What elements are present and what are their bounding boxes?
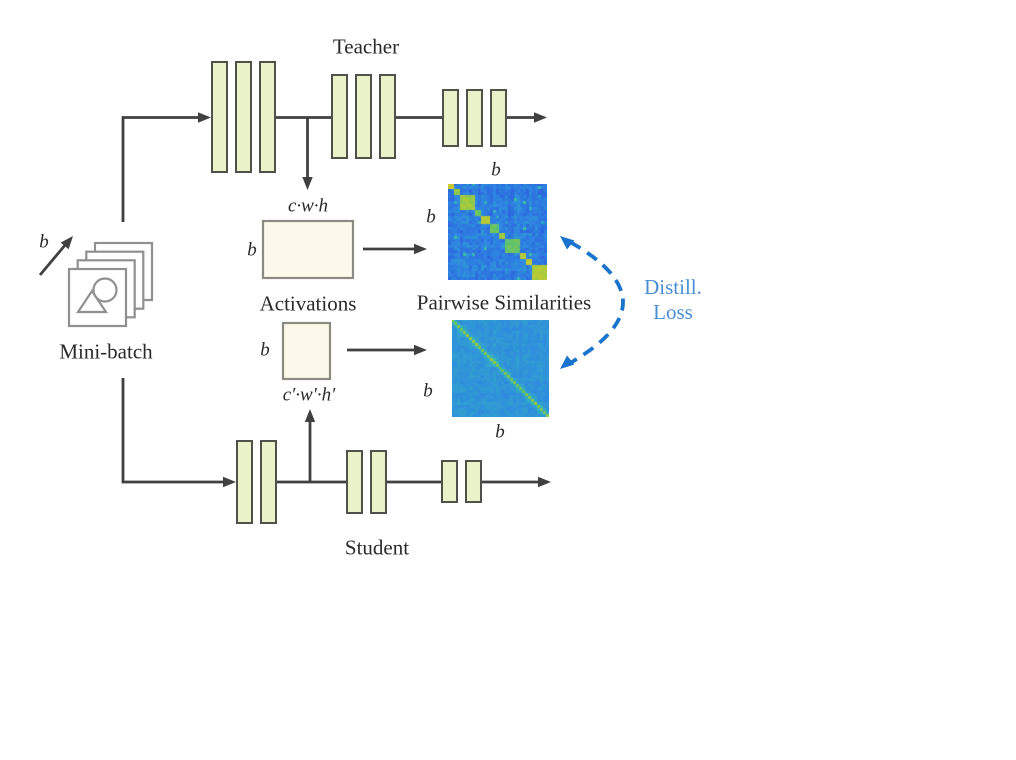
student-activation-box — [281, 321, 332, 381]
student-layer-block — [236, 440, 253, 524]
distill-loss-arc — [560, 236, 625, 369]
teacher-layer-block — [355, 74, 372, 159]
minibatch-icon — [38, 236, 154, 328]
teacher-layer-block — [211, 61, 228, 173]
student-activation-dims-label: c′·w′·h′ — [282, 384, 336, 406]
distill-loss-line1: Distill. — [644, 274, 702, 299]
teacher-layer-block — [259, 61, 276, 173]
teacher-layer-block — [331, 74, 348, 159]
batch-size-arrow-line — [38, 243, 68, 276]
batch-label-student-matrix-bottom: b — [495, 421, 505, 443]
student-network — [236, 440, 482, 524]
distill-loss-line2: Loss — [653, 300, 693, 324]
student-similarity-heatmap — [452, 320, 549, 417]
minibatch-label: Mini-batch — [59, 339, 153, 364]
teacher-output-arrowhead — [534, 112, 547, 123]
distill-loss-curve — [569, 240, 625, 365]
teacher-activation-box — [261, 219, 355, 280]
teacher-branch-arrowhead — [302, 177, 313, 190]
pairwise-similarities-label: Pairwise Similarities — [416, 290, 592, 315]
student-layer-block — [370, 450, 387, 514]
teacher-input-arrowhead — [198, 112, 211, 123]
student-input-arrowhead — [223, 476, 236, 488]
teacher-layer-block — [442, 89, 459, 147]
teacher-layer-block — [466, 89, 483, 147]
teacher-similarity-arrowhead — [414, 243, 427, 255]
teacher-layer-block — [235, 61, 252, 173]
batch-label-student-activation: b — [260, 339, 270, 361]
distill-loss-arrowhead-top — [560, 236, 575, 250]
activations-label: Activations — [259, 291, 357, 316]
student-layer-block — [465, 460, 482, 503]
distill-loss-arrowhead-bottom — [560, 355, 575, 369]
student-output-arrowhead — [538, 476, 551, 488]
minibatch-to-student-line — [121, 378, 224, 484]
batch-label-student-matrix-side: b — [423, 380, 433, 402]
image-icon-triangle — [75, 289, 109, 314]
distill-loss-label: Distill. Loss — [644, 275, 702, 325]
student-flow — [121, 378, 551, 488]
image-icon-circle — [92, 277, 118, 303]
teacher-activation-dims-label: c·w·h — [287, 195, 329, 217]
student-layer-block — [260, 440, 277, 524]
batch-label-teacher-matrix-top: b — [491, 159, 501, 181]
teacher-layer-block — [490, 89, 507, 147]
student-layer-block — [441, 460, 458, 503]
student-layer-block — [346, 450, 363, 514]
student-branch-arrowhead — [304, 409, 316, 422]
batch-size-arrowhead — [60, 236, 73, 250]
activation-to-similarity-arrows — [347, 243, 427, 356]
teacher-label: Teacher — [332, 34, 400, 59]
batch-label-minibatch: b — [39, 231, 49, 253]
batch-label-teacher-matrix-side: b — [426, 206, 436, 228]
batch-label-teacher-activation: b — [247, 239, 257, 261]
teacher-network — [211, 61, 507, 173]
minibatch-to-teacher-line — [121, 116, 199, 222]
student-label: Student — [344, 535, 410, 560]
teacher-similarity-heatmap — [448, 184, 547, 280]
teacher-flow — [121, 112, 547, 222]
student-similarity-arrowhead — [414, 344, 427, 356]
teacher-layer-block — [379, 74, 396, 159]
